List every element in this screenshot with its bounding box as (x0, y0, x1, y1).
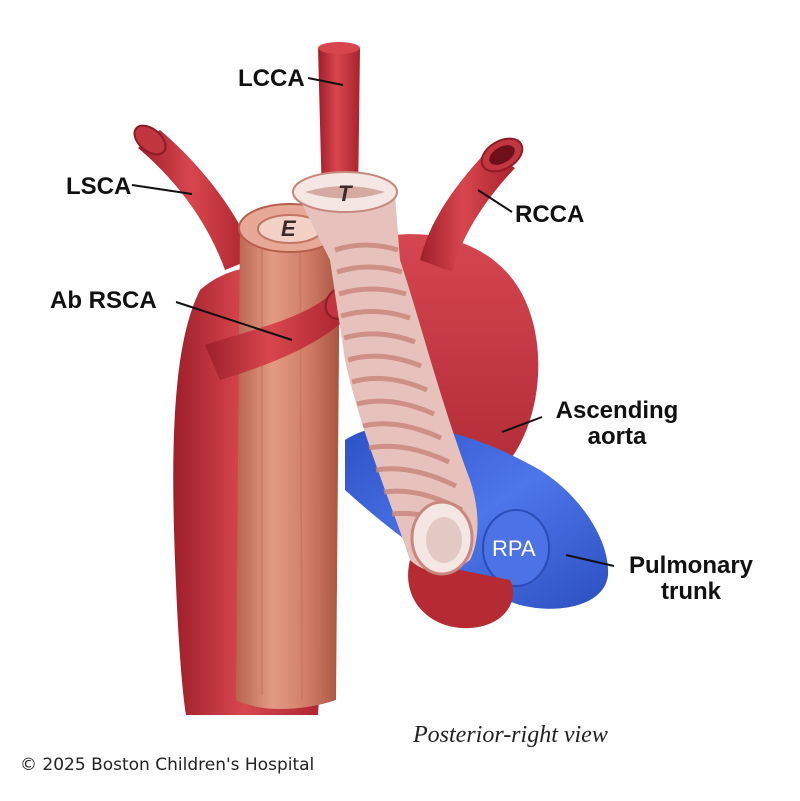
rpa-label: RPA (492, 536, 536, 561)
view-caption: Posterior-right view (413, 722, 608, 748)
rcca-lumen (489, 145, 515, 165)
aortic-root (408, 560, 514, 629)
rcca-leader (477, 189, 513, 213)
lcca-top (318, 42, 360, 54)
lsca-label: LSCA (66, 173, 132, 200)
lsca-vessel (138, 130, 255, 270)
ab-rsca-label: Ab RSCA (50, 287, 157, 314)
lsca-leader (131, 184, 193, 195)
ab-rsca-vessel (205, 295, 350, 380)
ab-rsca-leader (175, 301, 293, 341)
pulmonary-trunk-leader (565, 554, 615, 567)
pulmonary-trunk-label-line2: trunk (661, 578, 721, 605)
esophagus-tube (236, 225, 340, 709)
lcca-leader (307, 77, 344, 86)
leader-lines (131, 77, 615, 567)
rcca-label: RCCA (515, 201, 585, 228)
rcca-vessel (420, 150, 515, 272)
lcca-label: LCCA (238, 65, 305, 92)
pulmonary-trunk-label-line1: Pulmonary (628, 552, 754, 579)
ascending-aorta-label-line1: Ascending (555, 397, 679, 424)
trachea-bottom-lumen (426, 517, 462, 563)
ascending-aorta-label-line2: aorta (587, 423, 647, 450)
pulmonary-trunk-label: Pulmonary trunk (616, 553, 766, 605)
ascending-aorta-label: Ascending aorta (542, 398, 692, 450)
trachea-letter: T (338, 181, 352, 206)
lsca-opening (133, 124, 167, 156)
rpa-opening (482, 509, 550, 587)
lcca-vessel (318, 48, 360, 200)
esophagus-letter: E (281, 216, 296, 241)
trachea-lumen (305, 186, 385, 199)
ascending-aorta-leader (501, 416, 543, 433)
copyright-notice: © 2025 Boston Children's Hospital (20, 755, 315, 775)
